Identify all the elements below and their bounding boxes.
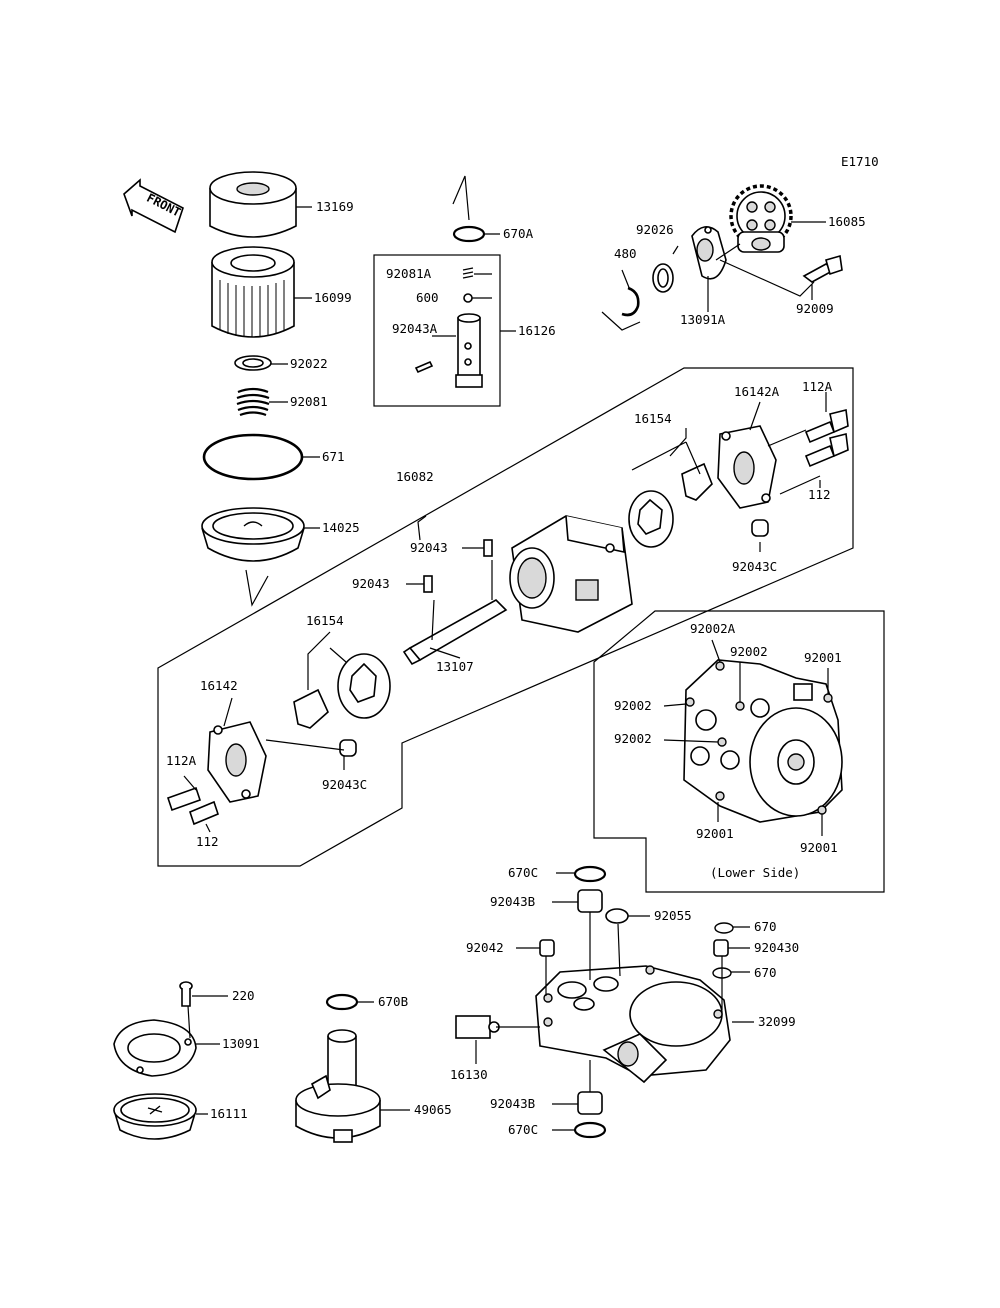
strainer-16111-part <box>113 1093 197 1140</box>
label-16126: 16126 <box>518 323 556 338</box>
label-92043-b: 92043 <box>352 576 390 591</box>
label-92002-b: 92002 <box>614 698 652 713</box>
label-92026: 92026 <box>636 222 674 237</box>
label-670-a: 670 <box>754 919 777 934</box>
circlip-480-part <box>621 286 640 317</box>
label-92081a: 92081A <box>386 266 432 281</box>
label-112-bottom: 112 <box>196 834 219 849</box>
lower-side-housing-part <box>683 659 843 823</box>
label-16142a: 16142A <box>734 384 780 399</box>
oil-pump-assembly-frame <box>157 367 854 867</box>
label-670c-bottom: 670C <box>508 1122 538 1137</box>
label-112a-top: 112A <box>802 379 833 394</box>
label-670-b: 670 <box>754 965 777 980</box>
spring-part <box>236 387 270 417</box>
dowel-92043c-bottom-part <box>339 739 357 757</box>
small-bottom-right-parts <box>539 865 734 1139</box>
oil-filter-part <box>211 246 295 338</box>
label-92042: 92042 <box>466 940 504 955</box>
label-16154-top: 16154 <box>634 411 672 426</box>
cover-16142-part <box>207 721 267 803</box>
o-ring-670b-part <box>325 993 359 1011</box>
front-arrow-icon: FRONT <box>123 178 184 234</box>
washer-92026-part <box>652 263 674 293</box>
label-600: 600 <box>416 290 439 305</box>
bolts-bottom-part <box>166 786 219 826</box>
bolt-92009-part <box>802 254 843 283</box>
label-49065: 49065 <box>414 1102 452 1117</box>
label-92001-b: 92001 <box>696 826 734 841</box>
label-92022: 92022 <box>290 356 328 371</box>
fitting-16130-part <box>455 1015 500 1039</box>
label-92043d: 920430 <box>754 940 799 955</box>
label-92002a: 92002A <box>690 621 736 636</box>
label-671: 671 <box>322 449 345 464</box>
lower-side-view-frame <box>593 610 885 893</box>
o-ring-670a-part <box>452 225 486 243</box>
label-14025: 14025 <box>322 520 360 535</box>
label-112-top: 112 <box>808 487 831 502</box>
label-92043c-top: 92043C <box>732 559 777 574</box>
label-32099: 32099 <box>758 1014 796 1029</box>
label-92043a: 92043A <box>392 321 438 336</box>
label-16154-bottom: 16154 <box>306 613 344 628</box>
label-16085: 16085 <box>828 214 866 229</box>
label-16130: 16130 <box>450 1067 488 1082</box>
cover-16142a-part <box>717 425 777 509</box>
label-92043b-bottom: 92043B <box>490 1096 535 1111</box>
label-92002-c: 92002 <box>614 731 652 746</box>
label-92009: 92009 <box>796 301 834 316</box>
label-92043c-bottom: 92043C <box>322 777 367 792</box>
label-92002-a: 92002 <box>730 644 768 659</box>
label-16099: 16099 <box>314 290 352 305</box>
label-92001-a: 92001 <box>804 650 842 665</box>
lower-side-label: (Lower Side) <box>710 865 800 880</box>
bolt-220-part <box>179 981 193 1007</box>
label-16082: 16082 <box>396 469 434 484</box>
shaft-13107-part <box>402 599 508 666</box>
bolts-top-part <box>804 409 849 468</box>
plate-13091-part <box>113 1019 197 1077</box>
rotor-16154-top-part <box>628 462 713 548</box>
label-480: 480 <box>614 246 637 261</box>
label-16142: 16142 <box>200 678 238 693</box>
rotor-16154-bottom-part <box>293 653 391 729</box>
filter-bracket-part <box>201 507 305 562</box>
label-112a-bottom: 112A <box>166 753 197 768</box>
label-13091a: 13091A <box>680 312 726 327</box>
pump-body-16082-part <box>509 515 633 633</box>
label-16111: 16111 <box>210 1106 248 1121</box>
pipe-49065-part <box>295 1029 381 1143</box>
o-ring-part <box>202 433 304 481</box>
label-670b: 670B <box>378 994 408 1009</box>
label-670a: 670A <box>503 226 534 241</box>
label-220: 220 <box>232 988 255 1003</box>
label-670c-top: 670C <box>508 865 538 880</box>
relief-valve-parts <box>414 267 483 388</box>
label-13091: 13091 <box>222 1036 260 1051</box>
diagram-code: E1710 <box>841 154 879 169</box>
label-92081: 92081 <box>290 394 328 409</box>
gear-16085-part <box>729 184 793 253</box>
label-92043-a: 92043 <box>410 540 448 555</box>
oil-filter-cover-part <box>209 171 297 238</box>
label-92043b-top: 92043B <box>490 894 535 909</box>
washer-part <box>234 355 272 371</box>
dowel-92043c-top-part <box>751 519 769 537</box>
cover-13091a-part <box>691 226 727 280</box>
label-92055: 92055 <box>654 908 692 923</box>
label-13107: 13107 <box>436 659 474 674</box>
housing-32099-part <box>535 965 731 1084</box>
label-13169: 13169 <box>316 199 354 214</box>
label-92001-c: 92001 <box>800 840 838 855</box>
